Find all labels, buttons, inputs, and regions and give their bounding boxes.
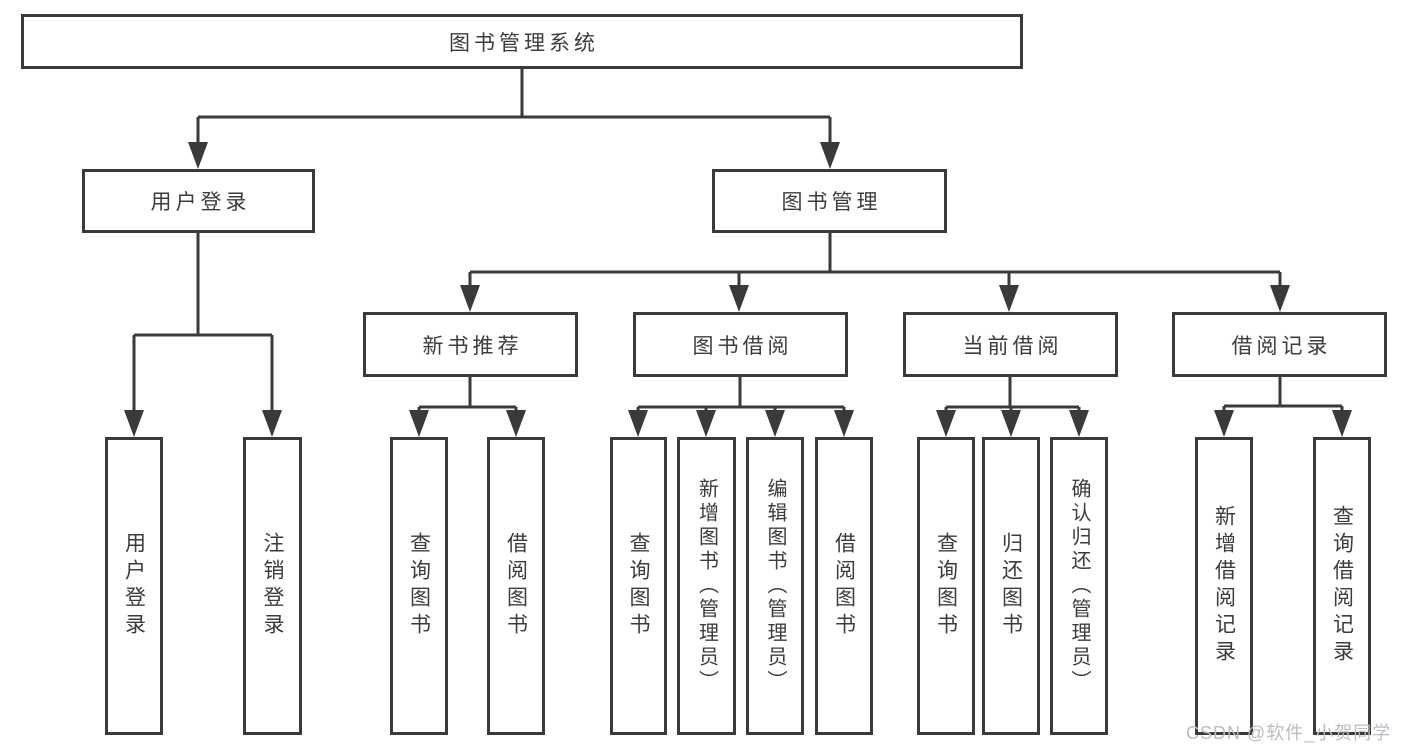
node-borrowing-records-label: 借阅记录: [1231, 334, 1332, 358]
leaf-borrowing-add-books-admin: 新增图书（管理员）: [677, 437, 736, 735]
node-book-borrowing-label: 图书借阅: [692, 334, 793, 358]
node-new-book-recommend-label: 新书推荐: [422, 334, 523, 358]
node-root: 图书管理系统: [21, 14, 1023, 69]
node-current-borrowing: 当前借阅: [903, 312, 1118, 377]
node-user-login-label: 用户登录: [150, 191, 251, 214]
leaf-logout: 注销登录: [243, 437, 302, 735]
node-book-borrowing: 图书借阅: [633, 312, 848, 377]
leaf-current-confirm-return-admin: 确认归还（管理员）: [1050, 437, 1108, 735]
leaf-records-add-record: 新增借阅记录: [1195, 437, 1253, 735]
leaf-borrowing-borrow-books: 借阅图书: [815, 437, 873, 735]
leaf-newbook-query-books: 查询图书: [390, 437, 448, 735]
leaf-borrowing-query-books: 查询图书: [610, 437, 667, 735]
node-user-login: 用户登录: [82, 169, 315, 233]
node-new-book-recommend: 新书推荐: [363, 312, 578, 377]
node-book-management: 图书管理: [712, 169, 947, 233]
node-book-management-label: 图书管理: [781, 191, 882, 214]
leaf-newbook-borrow-books: 借阅图书: [487, 437, 545, 735]
leaf-current-return-books: 归还图书: [982, 437, 1040, 735]
node-root-label: 图书管理系统: [449, 31, 599, 55]
leaf-borrowing-edit-books-admin: 编辑图书（管理员）: [746, 437, 804, 735]
node-current-borrowing-label: 当前借阅: [962, 334, 1063, 358]
csdn-watermark: CSDN @软件_小贺同学: [1186, 723, 1392, 743]
leaf-records-query-record: 查询借阅记录: [1313, 437, 1371, 735]
node-borrowing-records: 借阅记录: [1172, 312, 1387, 377]
leaf-current-query-books: 查询图书: [917, 437, 975, 735]
leaf-user-login: 用户登录: [105, 437, 163, 735]
